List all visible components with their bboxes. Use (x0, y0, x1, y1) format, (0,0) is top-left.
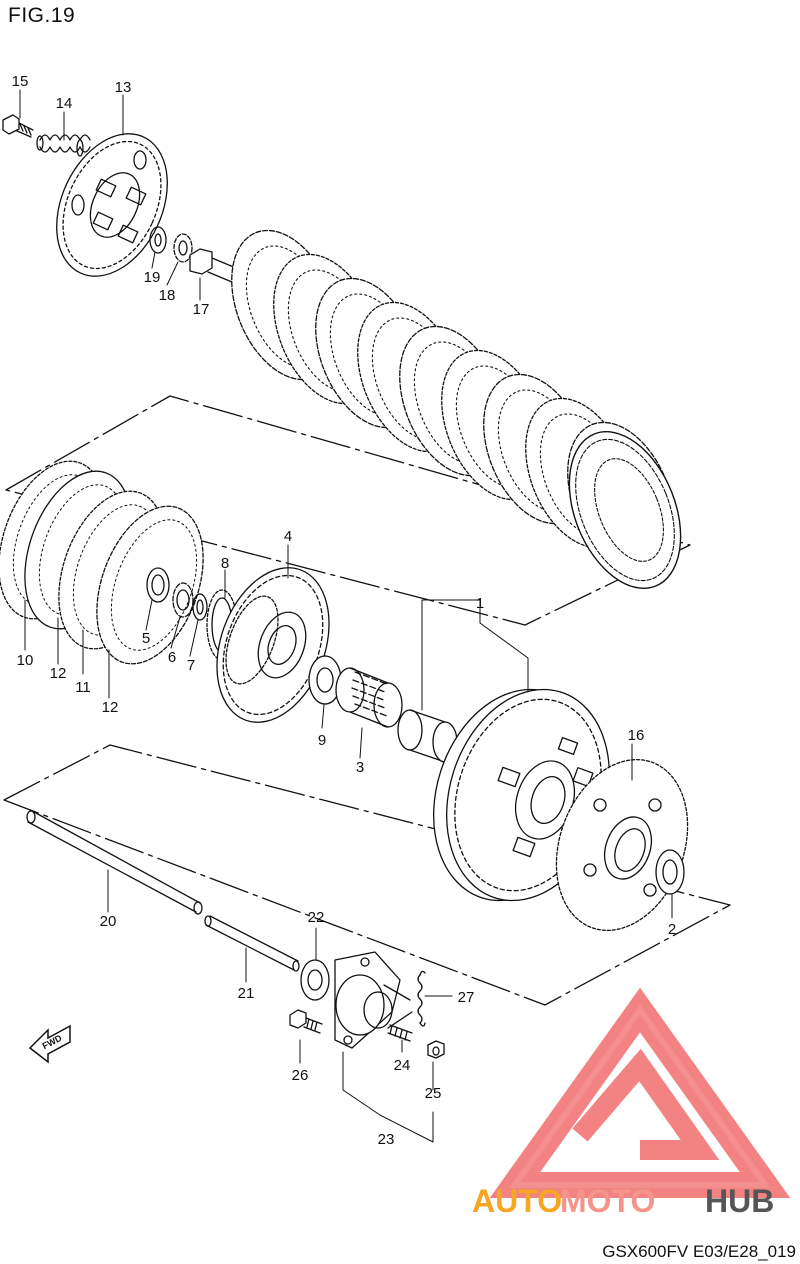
lock-washer-18 (174, 234, 192, 262)
release-cylinder-23 (335, 952, 412, 1048)
callout-9: 9 (318, 732, 326, 749)
needle-bearing-3 (336, 668, 402, 727)
pressure-plate-13 (35, 116, 189, 294)
washer-7 (193, 594, 207, 620)
callout-2: 2 (668, 921, 676, 938)
left-plate-stack (0, 447, 223, 679)
callout-13: 13 (115, 79, 132, 96)
callout-15: 15 (12, 73, 29, 90)
callout-12b: 12 (102, 699, 119, 716)
watermark-logo: AUTO MOTO HUB (472, 1010, 774, 1219)
watermark-text-auto: AUTO (472, 1183, 562, 1219)
sleeve-hub-4 (197, 552, 349, 738)
washer-2 (656, 850, 684, 894)
callout-25: 25 (425, 1085, 442, 1102)
callout-10: 10 (17, 652, 34, 669)
shaft-group-frame (4, 745, 730, 1005)
callout-4: 4 (284, 528, 292, 545)
spring-27 (418, 971, 425, 1026)
plate-stack-frame (6, 396, 690, 625)
clutch-plate-front (548, 415, 702, 605)
callout-5: 5 (142, 630, 150, 647)
callout-8: 8 (221, 555, 229, 572)
oil-seal-22 (301, 960, 329, 1000)
callout-27: 27 (458, 989, 475, 1006)
spring-14 (37, 135, 90, 156)
callout-6: 6 (168, 649, 176, 666)
callout-14: 14 (56, 95, 73, 112)
circlip-6 (173, 583, 193, 617)
callout-22: 22 (308, 909, 325, 926)
callout-18: 18 (159, 287, 176, 304)
callout-24: 24 (394, 1057, 411, 1074)
callout-21: 21 (238, 985, 255, 1002)
callout-7: 7 (187, 657, 195, 674)
thrust-washer-9 (309, 656, 341, 704)
watermark-triangle-icon (515, 1010, 765, 1185)
figure-title: FIG.19 (8, 4, 76, 27)
callout-12a: 12 (50, 665, 67, 682)
callout-17: 17 (193, 301, 210, 318)
leader-lines (20, 90, 672, 1142)
fwd-arrow-icon: FWD (30, 1026, 70, 1062)
callout-16: 16 (628, 727, 645, 744)
clutch-plate-stack (211, 215, 702, 605)
callout-19: 19 (144, 269, 161, 286)
push-piece-17 (190, 249, 236, 282)
callout-11: 11 (75, 679, 91, 696)
push-rod-20 (27, 811, 202, 914)
push-rod-21 (205, 916, 299, 971)
nut-25 (428, 1041, 444, 1058)
watermark-text-moto: MOTO (560, 1183, 655, 1219)
callout-1: 1 (476, 595, 484, 612)
bolt-15 (3, 115, 33, 137)
callout-26: 26 (292, 1067, 309, 1084)
stud-24 (388, 1025, 412, 1041)
callout-3: 3 (356, 759, 364, 776)
model-code: GSX600FV E03/E28_019 (602, 1242, 796, 1261)
callout-23: 23 (378, 1131, 395, 1148)
callout-20: 20 (100, 913, 117, 930)
watermark-text-hub: HUB (705, 1183, 774, 1219)
bolt-26 (290, 1010, 322, 1033)
spacer-5 (147, 568, 169, 602)
washer-19 (150, 227, 166, 253)
